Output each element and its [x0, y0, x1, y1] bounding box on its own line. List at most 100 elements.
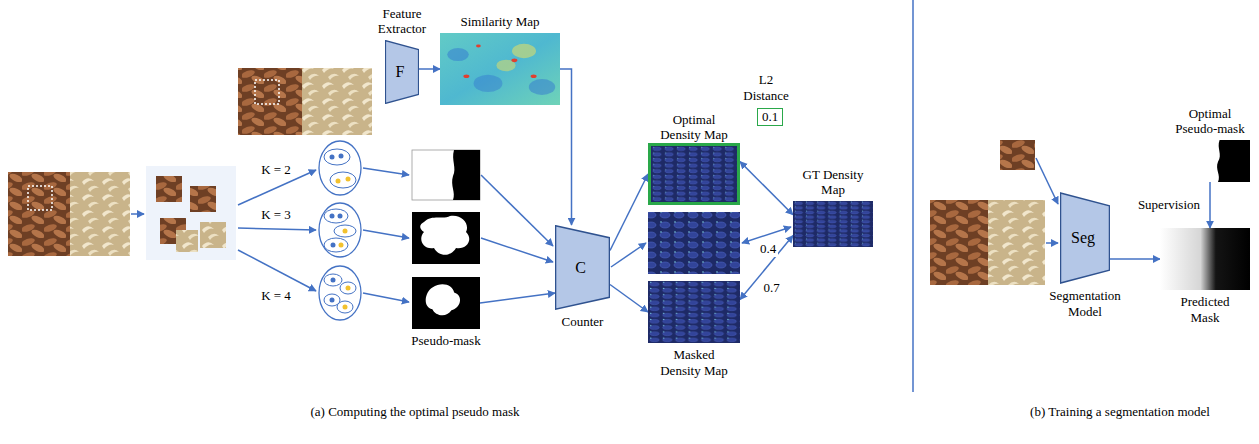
- nut-photo-left-part: [70, 172, 130, 256]
- connector-arrow: [1209, 182, 1211, 228]
- predicted-mask: Predicted Mask: [1160, 228, 1250, 290]
- similarity-map-picture-part: [474, 75, 503, 92]
- feature-extractor-symbol: F: [396, 63, 405, 81]
- segmentation-model-title: Segmentation Model: [1040, 288, 1130, 319]
- patch-set-part: [146, 166, 236, 260]
- gt-density-map-picture: [793, 201, 873, 247]
- cluster-count: K = 3: [259, 207, 293, 223]
- layout-arrows-part: [1046, 242, 1058, 244]
- gt-density-map: GT Density Map: [793, 201, 873, 247]
- patch-set-part: [176, 230, 198, 252]
- distance-value: 0.4: [758, 241, 778, 257]
- cluster-k2: [319, 141, 361, 195]
- cluster-k2-part: [330, 155, 335, 160]
- layout-arrows-part: [238, 228, 316, 230]
- pseudo-mask: Pseudo-mask: [412, 277, 480, 329]
- panel-divider: [912, 0, 914, 392]
- cluster-count: K = 4: [259, 288, 293, 304]
- cluster-k4: [319, 266, 361, 320]
- predicted-mask-title: Predicted Mask: [1175, 294, 1235, 325]
- cluster-k4-part: [343, 305, 348, 310]
- cluster-k3-part: [324, 209, 348, 223]
- pseudo-mask-k2: [412, 150, 480, 200]
- optimal-density-map-picture: [651, 146, 737, 202]
- nut-photo-b-part: [988, 200, 1045, 285]
- similarity-map-picture: [440, 33, 560, 105]
- cluster-count: K = 2: [259, 162, 293, 178]
- optimal-pseudo-mask-picture-part: [1170, 140, 1250, 182]
- cluster-k3-part: [339, 243, 344, 248]
- cluster-k2-part: [319, 141, 361, 195]
- counter-module-title: Counter: [543, 314, 623, 330]
- cluster-k4-part: [319, 266, 361, 320]
- cluster-k2-part: [336, 179, 341, 184]
- pseudo-mask-k3-part: [412, 212, 480, 264]
- similarity-map-picture-part: [511, 59, 517, 63]
- panel-caption: (b) Training a segmentation model: [1030, 404, 1210, 420]
- masked-density-map-title: Masked Density Map: [659, 347, 729, 378]
- distance-heading: L2 Distance: [740, 72, 792, 103]
- layout-arrows-part: [131, 213, 144, 215]
- cluster-k3-part: [324, 238, 348, 252]
- nut-photo-left-part: [28, 186, 52, 210]
- predicted-mask-picture: [1160, 228, 1250, 290]
- feature-extractor: Feature ExtractorF: [385, 40, 419, 104]
- patch-set-part: [200, 222, 226, 248]
- cluster-k3-part: [334, 225, 356, 237]
- cluster-k2-part: [324, 149, 350, 165]
- panel-caption: (a) Computing the optimal pseudo mask: [310, 404, 519, 420]
- pseudo-mask-k2-part: [452, 150, 480, 200]
- gt-density-map-picture-part: [793, 201, 873, 247]
- counter-module-picture-part: [556, 226, 610, 309]
- layout-arrows-part: [363, 293, 409, 302]
- cluster-k4-part: [346, 286, 351, 291]
- layout-arrows-part: [481, 238, 553, 262]
- pseudo-mask-k3-part: [420, 216, 469, 255]
- patch-set-part: [190, 186, 216, 212]
- optimal-density-map: Optimal Density Map: [648, 143, 740, 205]
- cluster-k3-part: [331, 243, 336, 248]
- nut-photo-patch: [1000, 140, 1035, 170]
- distance-box: 0.1: [757, 108, 783, 126]
- layout-arrows-part: [363, 230, 409, 238]
- pseudo-mask-k2-part: [412, 150, 480, 200]
- connector-arrow: [1110, 258, 1160, 260]
- nut-photo-b-part: [930, 200, 988, 285]
- pseudo-mask-picture: [412, 277, 480, 329]
- cluster-k2-part: [339, 154, 344, 159]
- gt-density-map-title: GT Density Map: [793, 167, 873, 198]
- nut-photo-left: [8, 172, 130, 256]
- cluster-k3: [319, 203, 361, 257]
- density-map-middle: [648, 212, 740, 274]
- cluster-k3-part: [338, 214, 343, 219]
- nut-photo-patch-part: [1000, 140, 1035, 170]
- layout-arrows-part: [1036, 158, 1058, 204]
- layout-arrows-part: [363, 168, 409, 175]
- feature-extractor-picture-part: [385, 41, 418, 104]
- patch-set: [146, 166, 236, 260]
- counter-module: CCounter: [555, 225, 610, 310]
- connector-arrow: [740, 236, 793, 300]
- connector-arrow: [610, 174, 648, 251]
- similarity-map-picture-part: [440, 33, 560, 105]
- cluster-k3-part: [343, 229, 348, 234]
- pseudo-mask-picture-part: [412, 277, 480, 329]
- nut-photo-top-part: [255, 80, 279, 104]
- optimal-pseudo-mask-title: Optimal Pseudo-mask: [1175, 106, 1245, 137]
- segmentation-model-picture-part: [1061, 193, 1110, 283]
- similarity-map-picture-part: [476, 45, 481, 48]
- patch-set-part: [156, 176, 182, 202]
- similarity-map-title: Similarity Map: [435, 14, 565, 30]
- optimal-density-map-title: Optimal Density Map: [659, 112, 729, 143]
- cluster-k3-part: [330, 214, 335, 219]
- pseudo-mask-title: Pseudo-mask: [396, 333, 496, 349]
- masked-density-map: Masked Density Map: [648, 281, 740, 343]
- similarity-map: Similarity Map: [440, 33, 560, 105]
- cluster-k4-part: [331, 278, 336, 283]
- cluster-k4-part: [337, 301, 353, 313]
- similarity-map-picture-part: [463, 74, 469, 78]
- cluster-k4-part: [330, 298, 335, 303]
- segmentation-model: SegSegmentation Model: [1060, 192, 1110, 284]
- optimal-pseudo-mask-picture: [1170, 140, 1250, 182]
- optimal-density-map-picture-part: [651, 146, 737, 202]
